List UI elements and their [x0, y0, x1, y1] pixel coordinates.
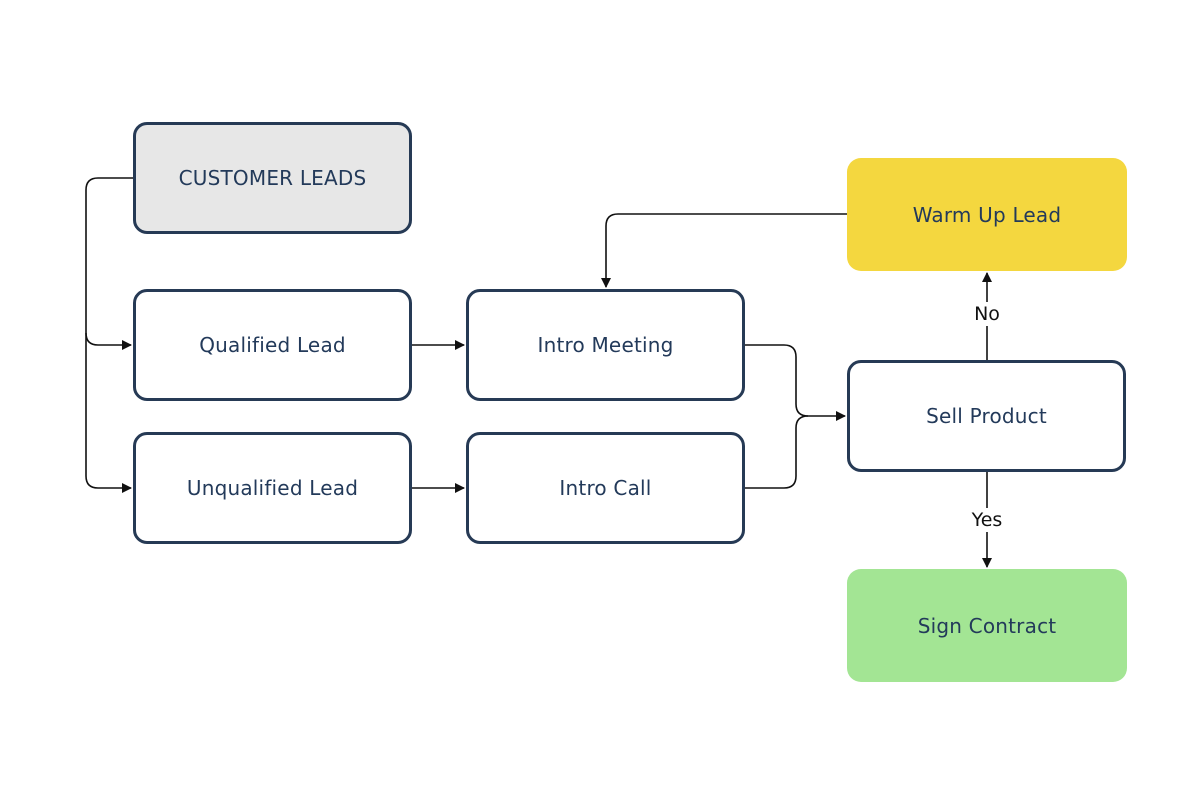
node-customer-leads: CUSTOMER LEADS	[133, 122, 412, 234]
node-sell-product-label: Sell Product	[926, 404, 1047, 428]
node-unqualified-lead-label: Unqualified Lead	[186, 476, 359, 500]
connector-warm-up-lead-to-intro-meeting	[601, 213, 847, 288]
node-sell-product: Sell Product	[847, 360, 1126, 472]
node-unqualified-lead: Unqualified Lead	[133, 432, 412, 544]
node-intro-call-label: Intro Call	[559, 476, 652, 500]
node-warm-up-lead: Warm Up Lead	[847, 158, 1127, 271]
connector-intro-meeting-to-sell-product	[745, 344, 846, 421]
node-qualified-lead-label: Qualified Lead	[199, 333, 346, 357]
node-intro-meeting: Intro Meeting	[466, 289, 745, 401]
node-sign-contract-label: Sign Contract	[917, 613, 1057, 638]
node-customer-leads-label: CUSTOMER LEADS	[178, 166, 367, 190]
connector-leads-to-qualified	[85, 177, 133, 350]
node-intro-meeting-label: Intro Meeting	[537, 333, 674, 357]
edge-label-no: No	[970, 302, 1004, 326]
node-qualified-lead: Qualified Lead	[133, 289, 412, 401]
connector-leads-to-unqualified	[85, 333, 132, 493]
node-warm-up-lead-label: Warm Up Lead	[912, 202, 1062, 227]
edge-label-yes: Yes	[967, 508, 1007, 532]
node-intro-call: Intro Call	[466, 432, 745, 544]
connector-intro-call-to-sell-product	[745, 415, 809, 489]
node-sign-contract: Sign Contract	[847, 569, 1127, 682]
